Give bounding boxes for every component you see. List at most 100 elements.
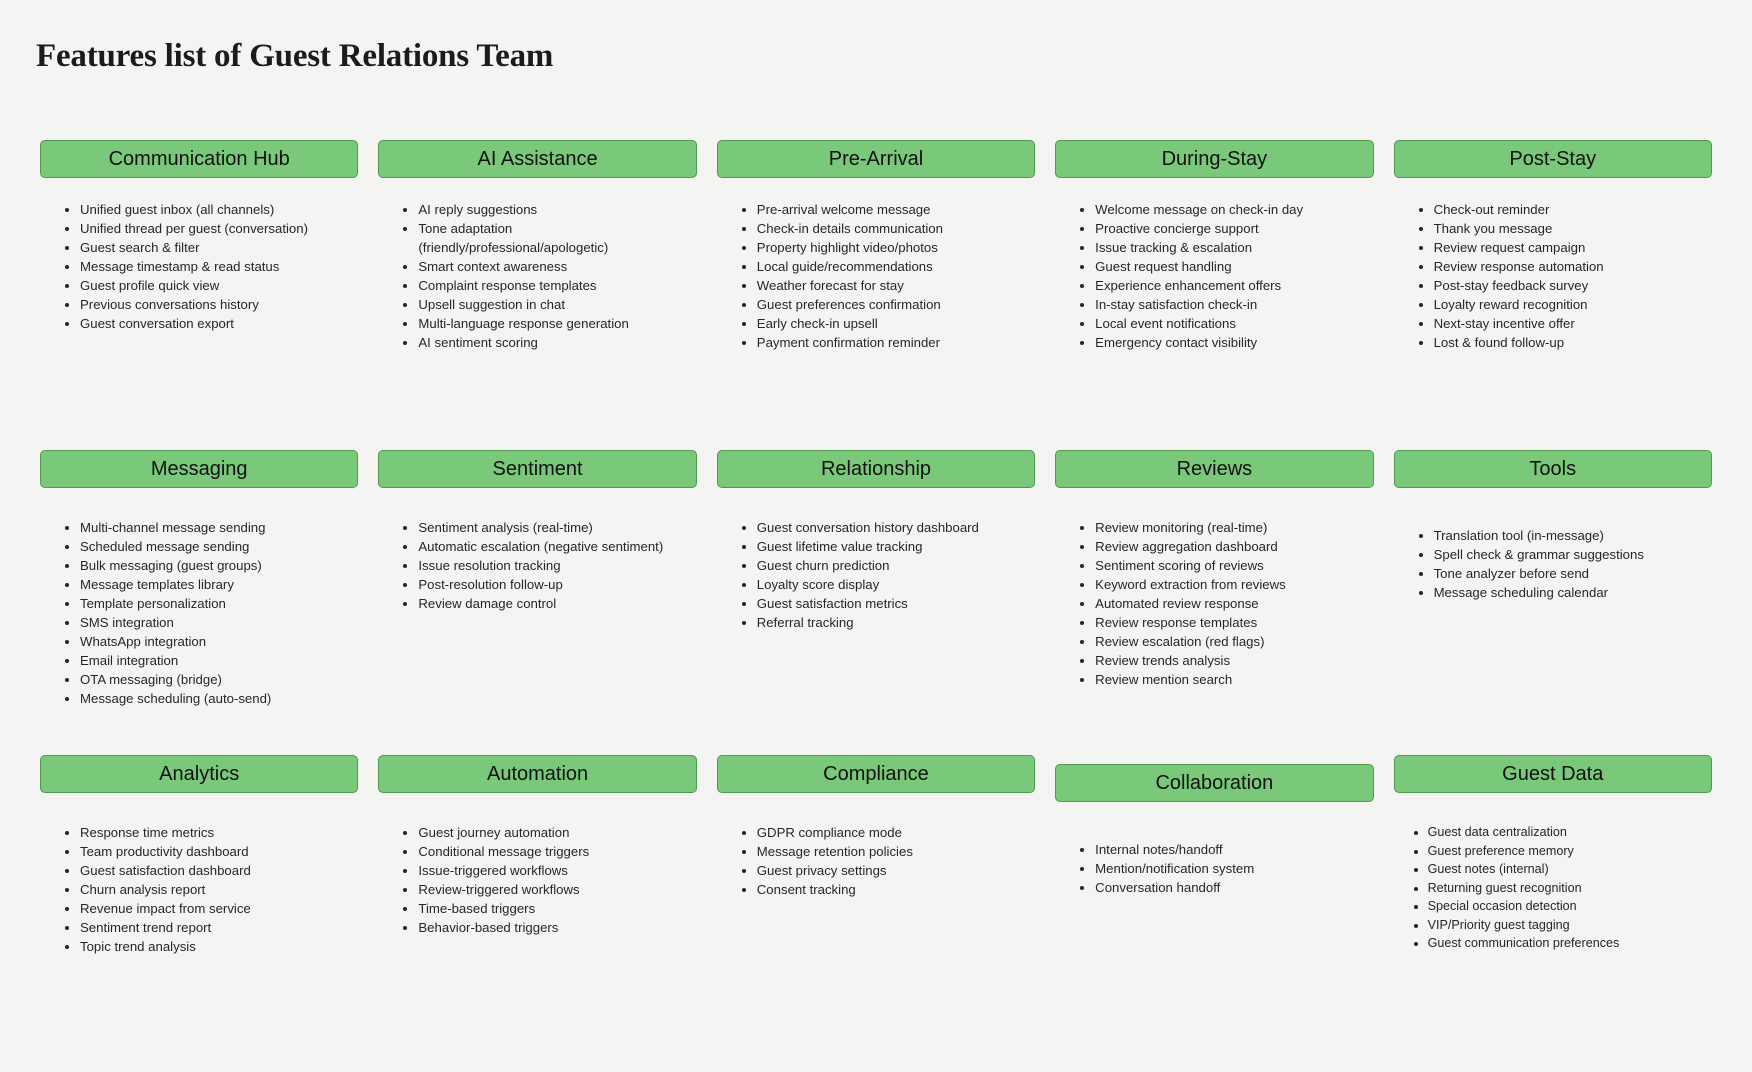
feature-item: Previous conversations history: [80, 295, 364, 314]
feature-item: Local event notifications: [1095, 314, 1379, 333]
column-header-card[interactable]: Post-Stay: [1393, 140, 1712, 178]
column-header-card[interactable]: Compliance: [716, 755, 1036, 793]
column-header-card[interactable]: Analytics: [40, 755, 359, 793]
column-header-card[interactable]: Sentiment: [378, 450, 697, 488]
feature-item: Tone adaptation (friendly/professional/a…: [418, 219, 702, 257]
column-header-label: Sentiment: [492, 458, 583, 480]
feature-column-automation: Automation Guest journey automation Cond…: [368, 755, 706, 937]
feature-item: Guest communication preferences: [1428, 934, 1718, 953]
feature-item: Review damage control: [418, 594, 702, 613]
feature-item: Welcome message on check-in day: [1095, 200, 1379, 219]
column-header-label: Automation: [487, 763, 589, 785]
feature-column-guest-data: Guest Data Guest data centralization Gue…: [1384, 755, 1722, 953]
feature-item: Weather forecast for stay: [757, 276, 1041, 295]
feature-item: Emergency contact visibility: [1095, 333, 1379, 352]
page-title: Features list of Guest Relations Team: [36, 38, 554, 74]
feature-item: Local guide/recommendations: [757, 257, 1041, 276]
feature-item: Review escalation (red flags): [1095, 632, 1379, 651]
feature-item-list: GDPR compliance mode Message retention p…: [711, 823, 1041, 899]
column-header-card[interactable]: AI Assistance: [378, 140, 697, 178]
feature-column-reviews: Reviews Review monitoring (real-time) Re…: [1045, 450, 1383, 689]
feature-item: Guest request handling: [1095, 257, 1379, 276]
feature-item: Sentiment analysis (real-time): [418, 518, 702, 537]
feature-item: Guest profile quick view: [80, 276, 364, 295]
feature-item: Team productivity dashboard: [80, 842, 364, 861]
feature-item: WhatsApp integration: [80, 632, 364, 651]
column-header-card[interactable]: Reviews: [1055, 450, 1374, 488]
column-header-card[interactable]: Relationship: [716, 450, 1036, 488]
feature-item: Conversation handoff: [1095, 878, 1379, 897]
feature-item: VIP/Priority guest tagging: [1428, 916, 1718, 935]
feature-column-during-stay: During-Stay Welcome message on check-in …: [1045, 140, 1383, 352]
feature-item: Returning guest recognition: [1428, 879, 1718, 898]
feature-item: Property highlight video/photos: [757, 238, 1041, 257]
feature-item: Special occasion detection: [1428, 897, 1718, 916]
feature-item: Unified guest inbox (all channels): [80, 200, 364, 219]
feature-item: Mention/notification system: [1095, 859, 1379, 878]
feature-item: AI reply suggestions: [418, 200, 702, 219]
feature-item: Template personalization: [80, 594, 364, 613]
feature-item-list: Review monitoring (real-time) Review agg…: [1049, 518, 1379, 689]
column-header-label: Tools: [1529, 458, 1577, 480]
feature-item-list: Translation tool (in-message) Spell chec…: [1388, 526, 1718, 602]
feature-grid: Communication Hub Unified guest inbox (a…: [0, 140, 1752, 1055]
column-header-card[interactable]: Collaboration: [1055, 764, 1374, 802]
column-header-card[interactable]: Messaging: [40, 450, 359, 488]
feature-item-list: Unified guest inbox (all channels) Unifi…: [34, 200, 364, 333]
feature-item: GDPR compliance mode: [757, 823, 1041, 842]
feature-item: Loyalty reward recognition: [1434, 295, 1718, 314]
feature-item: Topic trend analysis: [80, 937, 364, 956]
column-header-card[interactable]: Tools: [1393, 450, 1712, 488]
column-header-card[interactable]: Pre-Arrival: [716, 140, 1036, 178]
feature-item: Guest lifetime value tracking: [757, 537, 1041, 556]
feature-column-sentiment: Sentiment Sentiment analysis (real-time)…: [368, 450, 706, 613]
feature-row: Analytics Response time metrics Team pro…: [0, 755, 1752, 1055]
feature-item: Payment confirmation reminder: [757, 333, 1041, 352]
feature-item-list: Internal notes/handoff Mention/notificat…: [1049, 840, 1379, 897]
feature-item: Message retention policies: [757, 842, 1041, 861]
column-header-label: Compliance: [823, 763, 929, 785]
feature-item: Multi-language response generation: [418, 314, 702, 333]
feature-item: Message scheduling calendar: [1434, 583, 1718, 602]
column-header-label: Pre-Arrival: [828, 148, 924, 170]
feature-item: Internal notes/handoff: [1095, 840, 1379, 859]
feature-item: Conditional message triggers: [418, 842, 702, 861]
column-header-label: Reviews: [1176, 458, 1253, 480]
feature-item: Translation tool (in-message): [1434, 526, 1718, 545]
feature-item: Guest satisfaction metrics: [757, 594, 1041, 613]
feature-item: Experience enhancement offers: [1095, 276, 1379, 295]
column-header-card[interactable]: Automation: [378, 755, 697, 793]
feature-item: Proactive concierge support: [1095, 219, 1379, 238]
feature-item: Guest data centralization: [1428, 823, 1718, 842]
column-header-label: Analytics: [159, 763, 240, 785]
feature-item: Guest search & filter: [80, 238, 364, 257]
feature-column-communication-hub: Communication Hub Unified guest inbox (a…: [30, 140, 368, 333]
feature-row: Communication Hub Unified guest inbox (a…: [0, 140, 1752, 450]
feature-item: Post-stay feedback survey: [1434, 276, 1718, 295]
feature-item: Automated review response: [1095, 594, 1379, 613]
feature-item-list: Guest data centralization Guest preferen…: [1388, 823, 1718, 953]
feature-item: Complaint response templates: [418, 276, 702, 295]
feature-item: Review monitoring (real-time): [1095, 518, 1379, 537]
feature-item: Consent tracking: [757, 880, 1041, 899]
feature-item: Behavior-based triggers: [418, 918, 702, 937]
column-header-card[interactable]: Guest Data: [1393, 755, 1712, 793]
feature-item: Bulk messaging (guest groups): [80, 556, 364, 575]
column-header-card[interactable]: During-Stay: [1055, 140, 1374, 178]
feature-column-messaging: Messaging Multi-channel message sending …: [30, 450, 368, 708]
column-header-card[interactable]: Communication Hub: [40, 140, 359, 178]
feature-item: Spell check & grammar suggestions: [1434, 545, 1718, 564]
feature-column-relationship: Relationship Guest conversation history …: [707, 450, 1045, 632]
feature-item: Guest privacy settings: [757, 861, 1041, 880]
feature-item-list: Multi-channel message sending Scheduled …: [34, 518, 364, 708]
feature-item: Sentiment trend report: [80, 918, 364, 937]
column-header-label: Collaboration: [1155, 772, 1274, 794]
feature-item: Early check-in upsell: [757, 314, 1041, 333]
feature-item: Sentiment scoring of reviews: [1095, 556, 1379, 575]
feature-item: Next-stay incentive offer: [1434, 314, 1718, 333]
feature-item: AI sentiment scoring: [418, 333, 702, 352]
feature-item: Automatic escalation (negative sentiment…: [418, 537, 702, 556]
feature-item: Message scheduling (auto-send): [80, 689, 364, 708]
feature-item-list: Guest conversation history dashboard Gue…: [711, 518, 1041, 632]
